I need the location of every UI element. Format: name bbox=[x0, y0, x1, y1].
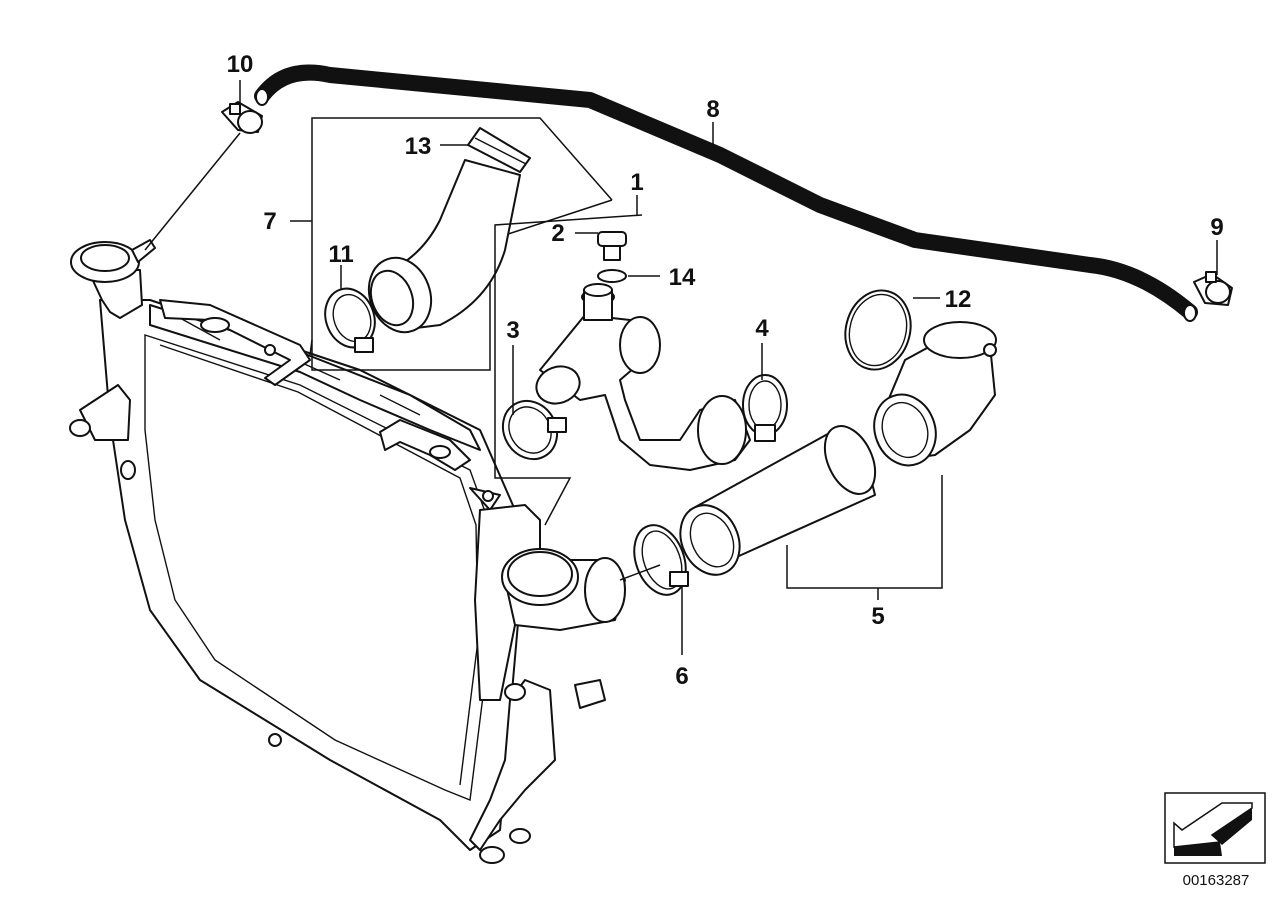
callout-9: 9 bbox=[1210, 214, 1223, 241]
radiator-outlet-neck bbox=[469, 504, 626, 864]
callout-3: 3 bbox=[506, 317, 519, 344]
radiator-hose-7 bbox=[367, 159, 521, 334]
hose-clamp-9 bbox=[1193, 271, 1233, 306]
hose-end-piece-13 bbox=[467, 127, 531, 173]
callout-7: 7 bbox=[263, 208, 276, 235]
front-direction-arrow-icon bbox=[1164, 792, 1266, 864]
o-ring-14 bbox=[597, 269, 627, 283]
callout-6: 6 bbox=[675, 663, 688, 690]
hose-clamp-3 bbox=[501, 399, 567, 461]
radiator bbox=[69, 239, 626, 864]
thermostat-housing-5 bbox=[873, 321, 997, 467]
vent-hose-8 bbox=[254, 64, 1198, 322]
callout-11: 11 bbox=[328, 241, 353, 268]
o-ring-12 bbox=[844, 289, 912, 371]
callout-2: 2 bbox=[551, 220, 564, 247]
callout-8: 8 bbox=[706, 96, 719, 123]
coolant-pipe-5 bbox=[679, 425, 877, 576]
leader-lines bbox=[144, 80, 1218, 655]
callout-1: 1 bbox=[630, 169, 643, 196]
callout-5: 5 bbox=[871, 603, 884, 630]
group-5-bracket bbox=[786, 475, 943, 589]
callout-13: 13 bbox=[405, 133, 432, 160]
hose-clamp-10 bbox=[221, 101, 263, 134]
coolant-hose-1 bbox=[535, 283, 751, 471]
callout-10: 10 bbox=[227, 51, 254, 78]
callout-12: 12 bbox=[945, 286, 972, 313]
document-number: 00163287 bbox=[1183, 872, 1250, 889]
callout-14: 14 bbox=[669, 264, 696, 291]
hose-clamp-6 bbox=[633, 524, 689, 596]
bleed-screw-2 bbox=[597, 231, 627, 261]
hose-clamp-11 bbox=[324, 287, 376, 353]
callout-4: 4 bbox=[755, 315, 769, 342]
group-1-frame bbox=[494, 214, 643, 526]
hose-clamp-4 bbox=[742, 374, 788, 442]
filler-neck bbox=[70, 239, 156, 319]
